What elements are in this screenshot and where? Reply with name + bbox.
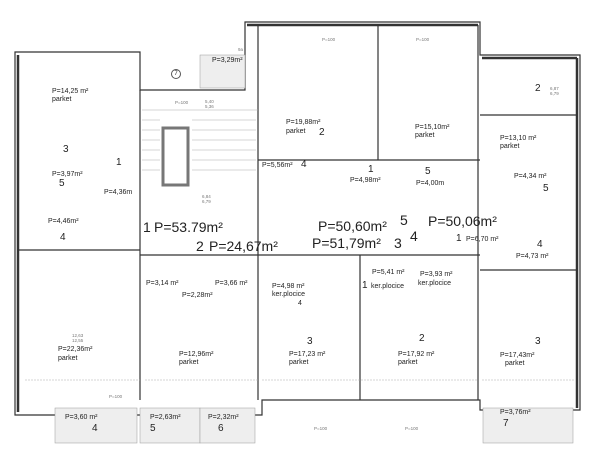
marker-circle: 7	[171, 69, 181, 79]
room-area: P=2,28m²	[182, 292, 213, 299]
room-number: 3	[63, 144, 69, 155]
p100-label: P=100	[175, 100, 189, 105]
room-number: 2	[535, 83, 541, 94]
room-floor: parket	[58, 355, 78, 362]
apartment-area: P=24,67m²	[209, 238, 278, 254]
level-mark: 5,40	[205, 99, 214, 104]
p100-label: P=100	[416, 37, 430, 42]
room-number: 6	[218, 423, 224, 434]
balconies	[54, 54, 574, 444]
room-area: P=2,32m²	[208, 414, 239, 421]
level-mark: 12,63	[72, 333, 84, 338]
room-number: 1	[368, 164, 374, 175]
room-number: 1	[116, 157, 122, 168]
room-floor: ker.plocice	[418, 280, 452, 287]
apartment-number: 5	[400, 212, 408, 228]
room-area: P=2,63m²	[150, 414, 181, 421]
level-mark: 6,79	[202, 199, 211, 204]
p100-label: P=100	[405, 426, 419, 431]
room-number: 2	[419, 333, 425, 344]
outer-wall	[14, 21, 581, 416]
room-area: P=4,46m²	[48, 218, 79, 225]
room-number: 5	[150, 423, 156, 434]
room-area: P=12,96m²	[179, 351, 214, 358]
room-area: P=4,34 m²	[514, 173, 547, 180]
room-floor: parket	[52, 96, 72, 103]
room-area: P=5,56m²	[262, 162, 293, 169]
room-area: P=19,88m²	[286, 119, 321, 126]
room-number: 5	[425, 166, 431, 177]
room-area: P=4,00m	[416, 180, 445, 187]
p100-label: P=100	[322, 37, 336, 42]
room-number: 5	[59, 178, 65, 189]
room-floor: parket	[398, 359, 418, 366]
room-area: P=17,92 m²	[398, 351, 435, 358]
room-area: P=3,60 m²	[65, 414, 98, 421]
room-number: 3	[535, 336, 541, 347]
room-number: 2	[319, 127, 325, 138]
room-number: 4	[298, 300, 302, 307]
room-number: 3	[307, 336, 313, 347]
room-number: 4	[537, 239, 543, 250]
room-area: P=5,41 m²	[372, 269, 405, 276]
room-floor: ker.plocice	[272, 291, 306, 298]
room-area: P=13,10 m²	[500, 135, 537, 142]
room-number: 4	[92, 423, 98, 434]
room-number: 4	[60, 232, 66, 243]
room-area: P=4,36m	[104, 189, 133, 196]
level-mark: 6,84	[202, 194, 211, 199]
room-area: P=3,66 m²	[215, 280, 248, 287]
room-area: P=17,23 m²	[289, 351, 326, 358]
room-number: 1	[362, 280, 368, 291]
room-number: 7	[503, 418, 509, 429]
room-floor: parket	[289, 359, 309, 366]
room-area: P=3,29m²	[212, 57, 243, 64]
room-floor: parket	[500, 143, 520, 150]
room-floor: parket	[179, 359, 199, 366]
apartment-number: 1	[143, 219, 151, 235]
room-number: 4	[301, 159, 307, 170]
level-mark: 12,55	[72, 338, 84, 343]
p100-label: P=100	[314, 426, 328, 431]
level-mark: 5,36	[205, 104, 214, 109]
level-mark: 6,79	[550, 91, 559, 96]
apartment-area: P=50,06m²	[428, 213, 497, 229]
room-floor: parket	[286, 128, 306, 135]
room-area: P=14,25 m²	[52, 88, 89, 95]
apartment-number: 3	[394, 235, 402, 251]
p100-label: P=100	[109, 394, 123, 399]
room-floor: ker.plocice	[371, 283, 405, 290]
room-area: P=22,36m²	[58, 346, 93, 353]
level-mark: 6,87	[550, 86, 559, 91]
room-area: P=3,93 m²	[420, 271, 453, 278]
room-area: P=3,97m²	[52, 171, 83, 178]
apartment-area: P=51,79m²	[312, 235, 381, 251]
room-area: P=4,98m²	[350, 177, 381, 184]
room-area: P=3,14 m²	[146, 280, 179, 287]
balcony-mark: 9a	[238, 47, 244, 52]
apartment-number: 2	[196, 238, 204, 254]
apartment-area: P=50,60m²	[318, 218, 387, 234]
room-area: P=4,73 m²	[516, 253, 549, 260]
apartment-number: 4	[410, 228, 418, 244]
room-area: P=4,98 m²	[272, 283, 305, 290]
room-number: 5	[543, 183, 549, 194]
apartment-area: P=53.79m²	[154, 219, 223, 235]
room-floor: parket	[415, 132, 435, 139]
room-area: P=15,10m²	[415, 124, 450, 131]
room-area: P=3,76m²	[500, 409, 531, 416]
room-floor: parket	[505, 360, 525, 367]
room-area: P=17,43m²	[500, 352, 535, 359]
room-number: 1	[456, 233, 462, 244]
room-area: P=6,70 m²	[466, 236, 499, 243]
